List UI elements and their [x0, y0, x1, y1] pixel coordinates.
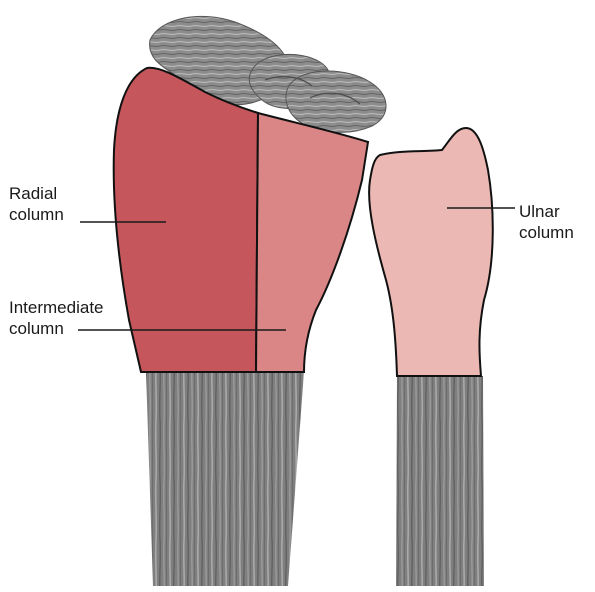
ulnar-column-label: Ulnar column [519, 201, 574, 243]
intermediate-column-label: Intermediate column [9, 297, 104, 339]
radial-column-label-line1: Radial [9, 184, 58, 203]
radial-column-label: Radial column [9, 183, 64, 225]
carpal-bone-groove [309, 92, 361, 105]
radial-column-label-line2: column [9, 205, 64, 224]
intermediate-column-label-line1: Intermediate [9, 298, 104, 317]
ulnar-column-label-line1: Ulnar [519, 202, 560, 221]
intermediate-column-label-line2: column [9, 319, 64, 338]
ulna-shaft [396, 376, 484, 586]
carpal-bones [149, 16, 387, 133]
carpal-bone-right [285, 70, 387, 133]
ulnar-column [368, 126, 494, 377]
radius-shaft [146, 372, 304, 586]
radial-column [112, 66, 260, 373]
carpal-bone-groove [264, 76, 313, 87]
intermediate-column [254, 111, 370, 373]
ulnar-column-label-line2: column [519, 223, 574, 242]
